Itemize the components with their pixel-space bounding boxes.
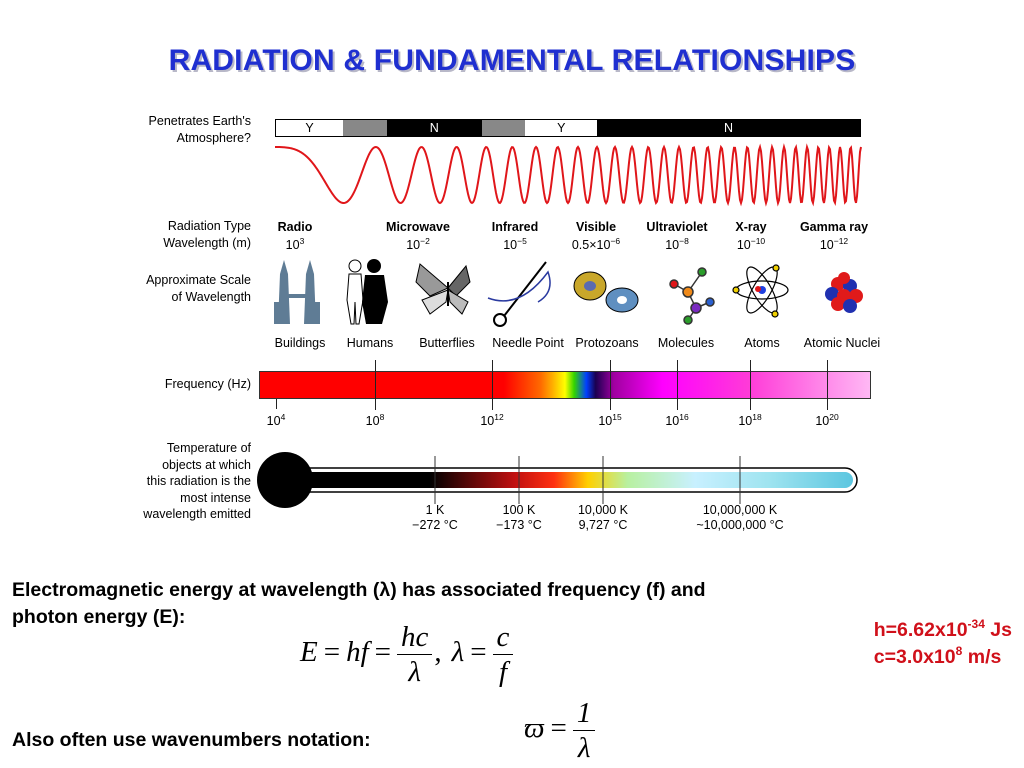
penetrates-label-line1: Penetrates Earth's: [148, 114, 251, 128]
temperature-value: 100 K−173 °C: [496, 503, 542, 532]
frequency-tick: [610, 360, 611, 410]
penetrates-label: Penetrates Earth's Atmosphere?: [149, 113, 251, 147]
frequency-spectrum-bar: [259, 371, 871, 399]
planck-constant: h=6.62x10-34 Js: [873, 617, 1012, 641]
humans-icon: [346, 259, 388, 325]
wavelength-value: 103: [285, 236, 305, 252]
frequency-tick: [677, 360, 678, 410]
scale-label: Atoms: [744, 336, 780, 350]
penetration-segment: N: [597, 120, 860, 136]
wavelength-value: 0.5×10−6: [571, 236, 621, 252]
constants-block: h=6.62x10-34 Js c=3.0x108 m/s: [874, 617, 1012, 671]
page-title: RADIATION & FUNDAMENTAL RELATIONSHIPS: [168, 44, 856, 77]
wave-line: [275, 143, 862, 207]
temperature-label-block: Temperature of objects at which this rad…: [143, 440, 251, 523]
frequency-tick: [375, 360, 376, 410]
radiation-name: Gamma ray: [799, 220, 869, 234]
frequency-tick-label: 1018: [738, 412, 762, 428]
penetration-segment: N: [386, 120, 482, 136]
explanation-paragraph: Electromagnetic energy at wavelength (λ)…: [12, 577, 942, 631]
frequency-tick: [827, 360, 828, 410]
atom-icon: [732, 264, 789, 318]
frequency-label: Frequency (Hz): [164, 377, 251, 391]
temperature-value: 10,000,000 K~10,000,000 °C: [696, 503, 784, 532]
scale-label-line1: Approximate Scale: [146, 273, 251, 287]
protozoan-icon: [573, 271, 639, 313]
radiation-name: X-ray: [735, 220, 767, 234]
penetration-segment: [343, 120, 387, 136]
scale-label-block: Approximate Scale of Wavelength: [146, 272, 251, 306]
radiation-name: Ultraviolet: [646, 220, 708, 234]
wavelength-value: 10−8: [665, 236, 689, 252]
wavelength-value: 10−10: [736, 236, 766, 252]
scale-label: Needle Point: [492, 336, 564, 350]
scale-label: Buildings: [274, 336, 326, 350]
radiation-column: Microwave 10−2: [386, 218, 450, 254]
radiation-type-label-block: Radiation Type Wavelength (m): [163, 218, 251, 252]
radiation-name: Infrared: [491, 220, 539, 234]
penetration-segment: Y: [276, 120, 344, 136]
scale-label-line2: of Wavelength: [171, 290, 251, 304]
frequency-tick-label: 1016: [665, 412, 689, 428]
wavenumber-note: Also often use wavenumbers notation:: [12, 729, 371, 751]
scale-label: Humans: [346, 336, 394, 350]
frequency-tick-label: 108: [365, 412, 385, 428]
molecule-icon: [669, 267, 715, 325]
frequency-tick-label: 104: [266, 412, 286, 428]
explanation-line2: photon energy (E):: [12, 606, 186, 628]
radiation-column: Radio 103: [278, 218, 313, 254]
radiation-name: Radio: [277, 220, 313, 234]
scale-label: Butterflies: [419, 336, 475, 350]
frequency-tick-label: 1020: [815, 412, 839, 428]
temperature-label-line2: objects at which: [162, 457, 251, 472]
temperature-label-line1: Temperature of: [166, 441, 251, 455]
scale-label: Protozoans: [575, 336, 639, 350]
frequency-tick: [276, 399, 277, 409]
radiation-column: Visible 0.5×10−6: [572, 218, 620, 254]
frequency-tick: [492, 360, 493, 410]
wavelength-value: 10−5: [503, 236, 527, 252]
needle-icon: [487, 261, 551, 327]
scale-label: Atomic Nuclei: [803, 336, 881, 350]
radiation-column: X-ray 10−10: [735, 218, 766, 254]
explanation-line1: Electromagnetic energy at wavelength (λ)…: [12, 579, 706, 601]
radiation-column: Gamma ray 10−12: [800, 218, 868, 254]
penetrates-label-line2: Atmosphere?: [176, 131, 251, 145]
wavelength-value: 10−12: [819, 236, 849, 252]
frequency-tick-label: 1015: [598, 412, 622, 428]
buildings-icon: [274, 260, 320, 324]
temperature-label-line3: this radiation is the: [146, 474, 251, 488]
penetration-segment: [481, 120, 526, 136]
radiation-name: Visible: [575, 220, 617, 234]
temperature-label-line5: wavelength emitted: [143, 507, 251, 521]
nucleus-icon: [825, 272, 863, 313]
wavelength-label: Wavelength (m): [163, 236, 251, 250]
scale-icons: [274, 259, 863, 327]
speed-of-light: c=3.0x108 m/s: [873, 644, 1002, 668]
radiation-type-label: Radiation Type: [167, 219, 251, 233]
temperature-value: 1 K−272 °C: [412, 503, 458, 532]
penetration-segment: Y: [525, 120, 598, 136]
scale-label: Molecules: [657, 336, 715, 350]
radiation-column: Ultraviolet 10−8: [646, 218, 707, 254]
frequency-tick-label: 1012: [480, 412, 504, 428]
frequency-tick: [750, 360, 751, 410]
wavelength-value: 10−2: [406, 236, 430, 252]
radiation-name: Microwave: [386, 220, 450, 234]
radiation-column: Infrared 10−5: [492, 218, 539, 254]
temperature-label-line4: most intense: [180, 490, 251, 505]
butterfly-icon: [415, 263, 471, 315]
thermometer-graphic: [257, 452, 858, 508]
wave-graphic: [275, 143, 862, 207]
